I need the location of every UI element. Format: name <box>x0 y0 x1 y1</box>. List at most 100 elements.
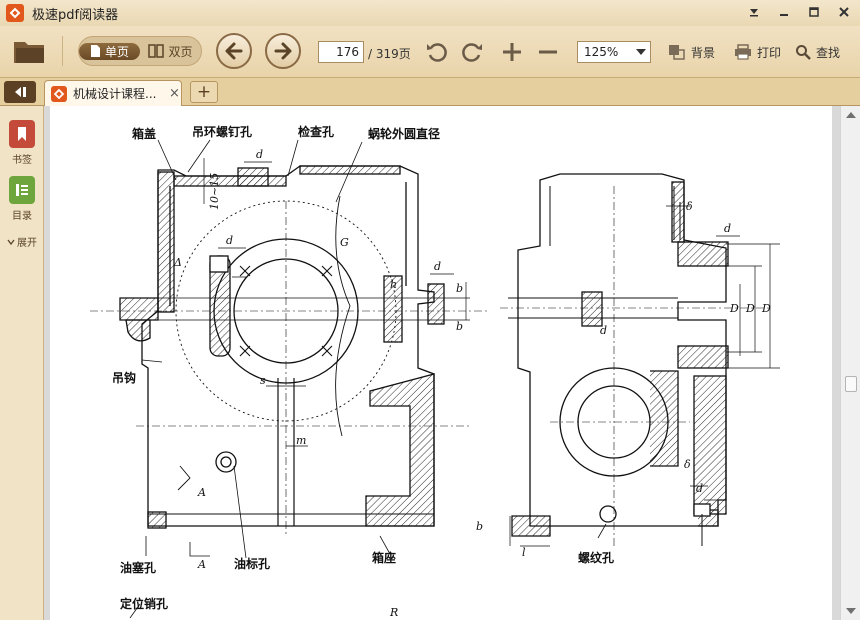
app-title: 极速pdf阅读器 <box>32 7 119 23</box>
background-label: 背景 <box>691 45 716 60</box>
dim-delta1-small: δ <box>686 200 693 213</box>
toc-label: 目录 <box>12 211 32 222</box>
minimize-button[interactable] <box>774 4 794 20</box>
dim-G: G <box>340 236 349 249</box>
toc-icon <box>9 176 35 204</box>
bookmarks-button[interactable]: 书签 <box>0 120 44 166</box>
folder-icon <box>14 42 44 63</box>
toggle-sidebar-button[interactable] <box>4 81 36 103</box>
label-inspection-hole: 检查孔 <box>298 124 334 139</box>
collapse-left-icon <box>15 87 26 97</box>
zoom-value: 125% <box>584 45 619 59</box>
plus-icon <box>503 43 521 61</box>
page-total: / 319页 <box>368 47 411 61</box>
rotate-right-icon <box>462 43 482 62</box>
printer-icon <box>735 44 751 60</box>
single-page-button[interactable]: 单页 <box>79 42 140 60</box>
expand-button[interactable]: 展开 <box>0 234 44 249</box>
dim-d1: d <box>226 234 233 247</box>
find-label: 查找 <box>816 45 841 60</box>
dim-m: m <box>296 434 306 447</box>
document-viewport[interactable]: 箱盖 吊环螺钉孔 检查孔 蜗轮外圆直径 吊钩 油塞孔 油标孔 箱座 螺纹孔 定位… <box>44 106 840 620</box>
dim-df: d <box>696 482 703 495</box>
next-page-button[interactable] <box>265 33 301 69</box>
dim-A-bottom: A <box>197 558 206 571</box>
tab-bar: 机械设计课程... × + <box>0 78 860 106</box>
dim-l2: l <box>522 546 526 559</box>
maximize-button[interactable] <box>804 4 824 20</box>
search-icon <box>796 45 811 60</box>
dim-delta1: Δ <box>173 256 182 269</box>
label-threaded-hole: 螺纹孔 <box>578 550 614 565</box>
double-page-button[interactable]: 双页 <box>140 43 201 60</box>
document-tab-title: 机械设计课程... <box>73 87 157 101</box>
expand-label: 展开 <box>17 238 37 249</box>
dim-D2: D <box>761 302 771 315</box>
gearbox-drawing: 箱盖 吊环螺钉孔 检查孔 蜗轮外圆直径 吊钩 油塞孔 油标孔 箱座 螺纹孔 定位… <box>90 124 780 619</box>
dim-b1: b <box>456 282 463 295</box>
scroll-up-icon[interactable] <box>846 112 856 118</box>
bookmark-icon <box>9 120 35 148</box>
left-sidebar: 书签 目录 展开 <box>0 106 44 620</box>
menu-dropdown-icon[interactable] <box>744 4 764 20</box>
dim-D1: D <box>745 302 755 315</box>
dim-A-top: A <box>197 486 206 499</box>
previous-page-button[interactable] <box>216 33 252 69</box>
print-button[interactable]: 打印 <box>734 42 781 62</box>
bookmarks-label: 书签 <box>12 155 32 166</box>
rotate-right-button[interactable] <box>459 39 485 65</box>
double-page-icon <box>148 44 165 58</box>
find-button[interactable]: 查找 <box>795 42 840 62</box>
toolbar: 单页 双页 176 / 319页 125% 背景 打印 查找 <box>0 26 860 78</box>
arrow-right-icon <box>274 42 292 60</box>
scrollbar-thumb[interactable] <box>845 376 857 392</box>
dim-d2: d <box>434 260 441 273</box>
dim-d-right: d <box>600 324 607 337</box>
label-drain-plug-hole: 油塞孔 <box>120 560 156 575</box>
close-window-button[interactable] <box>834 4 854 20</box>
label-cover: 箱盖 <box>132 126 156 141</box>
zoom-out-button[interactable] <box>535 39 561 65</box>
chevron-down-icon <box>636 49 646 55</box>
document-tab[interactable]: 机械设计课程... × <box>44 80 182 106</box>
dim-R1: R <box>389 606 398 619</box>
view-mode-switch: 单页 双页 <box>78 36 202 66</box>
dim-d: d <box>256 148 263 161</box>
pdf-file-icon <box>51 85 67 102</box>
background-icon <box>669 45 685 60</box>
dim-D: D <box>729 302 739 315</box>
zoom-in-button[interactable] <box>499 39 525 65</box>
double-page-label: 双页 <box>168 44 193 59</box>
label-base: 箱座 <box>372 550 396 565</box>
label-hook: 吊钩 <box>112 370 136 385</box>
page-number-input[interactable]: 176 <box>318 41 364 63</box>
dim-d3: d <box>724 222 731 235</box>
open-file-button[interactable] <box>12 36 46 66</box>
chevron-down-icon <box>7 239 15 245</box>
dim-range: 10~15 <box>208 173 221 210</box>
dim-h: h <box>390 278 397 291</box>
tab-close-button[interactable]: × <box>169 86 180 101</box>
label-worm-wheel-od: 蜗轮外圆直径 <box>368 126 440 141</box>
toc-button[interactable]: 目录 <box>0 176 44 222</box>
new-tab-button[interactable]: + <box>190 81 218 103</box>
pdf-page: 箱盖 吊环螺钉孔 检查孔 蜗轮外圆直径 吊钩 油塞孔 油标孔 箱座 螺纹孔 定位… <box>50 106 832 620</box>
toolbar-divider <box>62 36 63 66</box>
dim-b: b <box>456 320 463 333</box>
dim-b2: b <box>476 520 483 533</box>
scroll-down-icon[interactable] <box>846 608 856 614</box>
single-page-label: 单页 <box>104 44 129 59</box>
arrow-left-icon <box>225 42 243 60</box>
title-bar: 极速pdf阅读器 <box>0 0 860 26</box>
dim-s: s <box>260 374 266 387</box>
label-oil-gauge-hole: 油标孔 <box>234 556 270 571</box>
zoom-select[interactable]: 125% <box>577 41 651 63</box>
background-button[interactable]: 背景 <box>668 42 715 62</box>
label-locating-pin-hole: 定位销孔 <box>120 596 168 611</box>
rotate-left-button[interactable] <box>424 39 450 65</box>
label-lifting-bolt-hole: 吊环螺钉孔 <box>192 124 252 139</box>
rotate-left-icon <box>427 43 447 62</box>
minus-icon <box>539 50 557 54</box>
print-label: 打印 <box>757 45 782 60</box>
vertical-scrollbar[interactable] <box>840 106 860 620</box>
